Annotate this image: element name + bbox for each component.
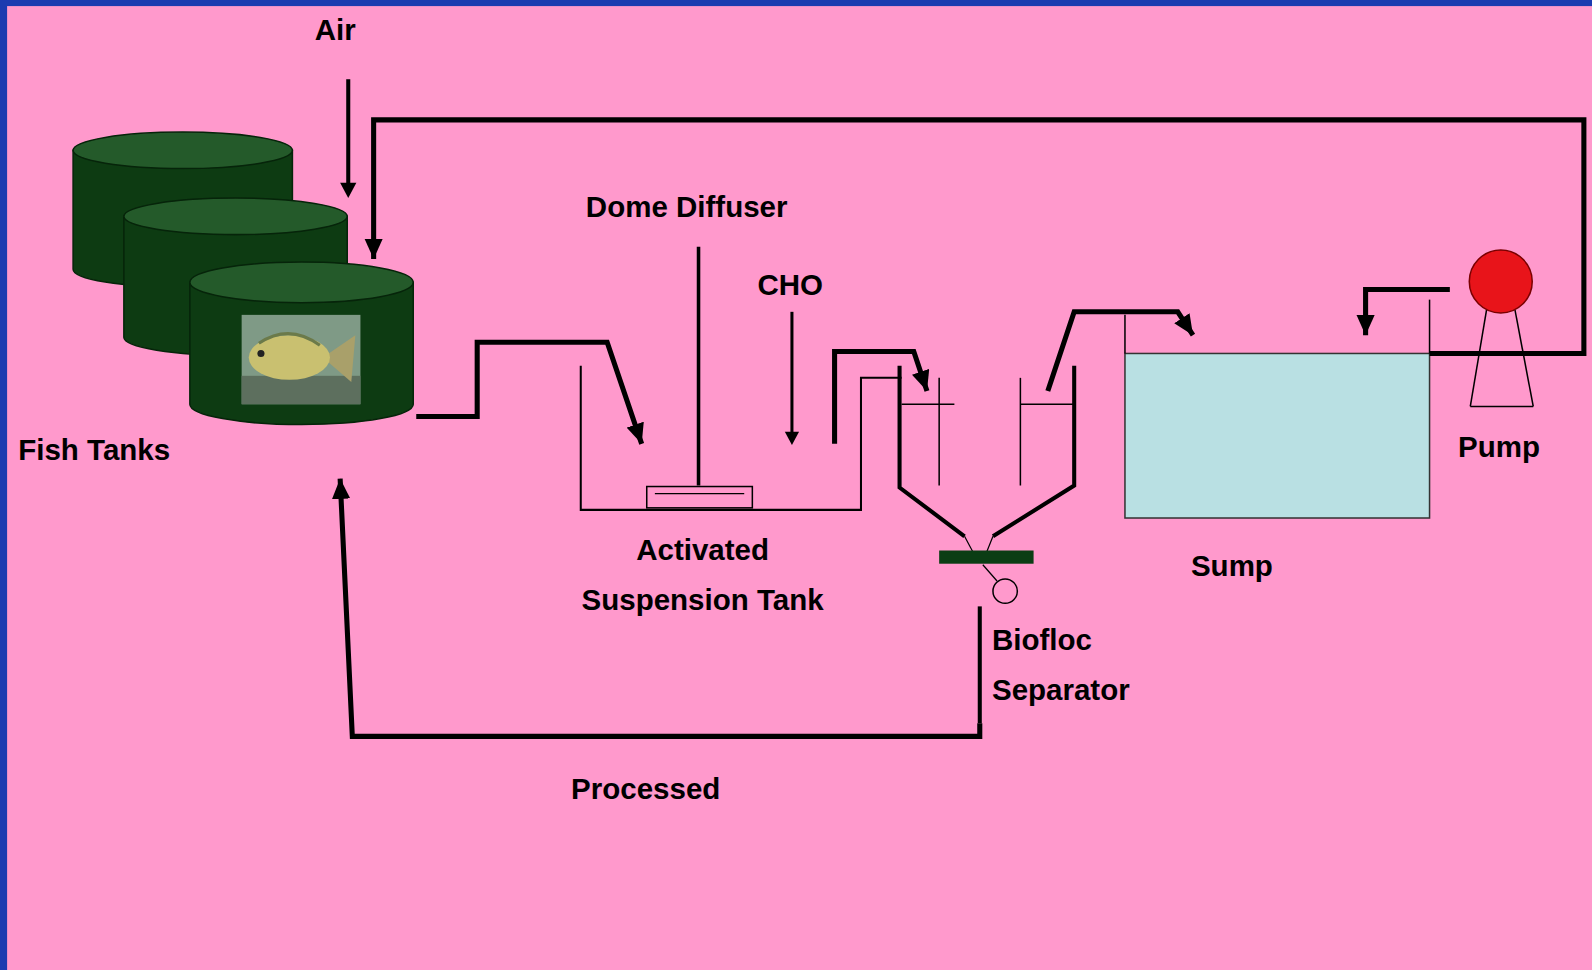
separator-valve-bar bbox=[939, 551, 1033, 564]
biofloc-separator: Biofloc Separator bbox=[896, 391, 1156, 723]
flow-pipe bbox=[1366, 289, 1450, 335]
suspension-tank: Activated Suspension Tank bbox=[543, 444, 863, 639]
suspension-tank-walls bbox=[581, 366, 902, 510]
flow-pipe bbox=[340, 479, 980, 737]
flow-pipe bbox=[835, 351, 927, 443]
flow-pipe bbox=[374, 120, 1584, 354]
fish-tank-cylinders bbox=[73, 132, 413, 425]
flow-pipe bbox=[416, 342, 641, 444]
node-label: Fish Tanks bbox=[18, 425, 170, 475]
flow-pipe bbox=[1048, 312, 1193, 391]
node-label: Biofloc Separator bbox=[992, 615, 1149, 715]
pink-ground bbox=[7, 6, 1592, 970]
part-label: CHO bbox=[757, 268, 823, 302]
cho-arrow bbox=[785, 312, 799, 445]
node-label: Activated Suspension Tank bbox=[566, 525, 840, 625]
node-label: Pump bbox=[1458, 422, 1540, 472]
part-label: Dome Diffuser bbox=[586, 190, 788, 224]
separator-cone bbox=[900, 366, 1075, 724]
air-arrow bbox=[340, 79, 356, 198]
sump-tank bbox=[1125, 300, 1430, 518]
dome-diffuser bbox=[647, 247, 753, 508]
sump-tank: Sump bbox=[1125, 335, 1430, 597]
node-label: Sump bbox=[1191, 541, 1273, 591]
fish-tank-group: Fish Tanks bbox=[12, 259, 416, 479]
fish-photo bbox=[242, 315, 361, 404]
pump: Pump bbox=[1450, 249, 1556, 476]
edge-label: Processed bbox=[568, 772, 723, 806]
part-label: Air bbox=[315, 13, 356, 47]
